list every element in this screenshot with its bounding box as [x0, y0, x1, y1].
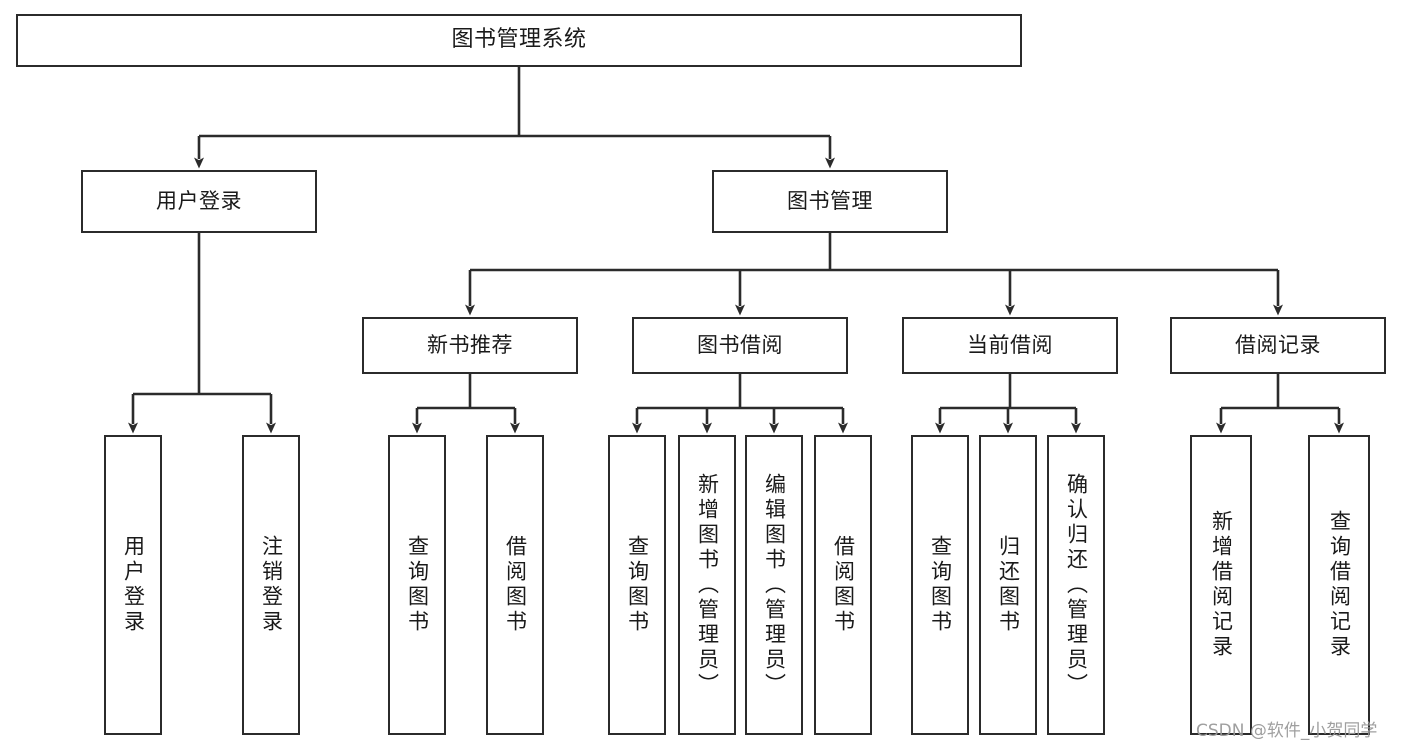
node-leaf-query-book-cur[interactable]: 查询图书 — [911, 435, 969, 735]
node-leaf-logout[interactable]: 注销登录 — [242, 435, 300, 735]
node-leaf-query-record-label: 查询借阅记录 — [1327, 510, 1352, 660]
node-leaf-add-record-label: 新增借阅记录 — [1209, 510, 1234, 660]
node-leaf-add-record[interactable]: 新增借阅记录 — [1190, 435, 1252, 735]
node-leaf-return-book[interactable]: 归还图书 — [979, 435, 1037, 735]
node-book-manage[interactable]: 图书管理 — [712, 170, 948, 233]
node-new-book-rec[interactable]: 新书推荐 — [362, 317, 578, 374]
node-book-manage-label: 图书管理 — [787, 188, 873, 213]
node-leaf-confirm-return[interactable]: 确认归还（管理员） — [1047, 435, 1105, 735]
node-leaf-add-book-label: 新增图书（管理员） — [695, 472, 720, 698]
node-leaf-user-login[interactable]: 用户登录 — [104, 435, 162, 735]
node-leaf-add-book[interactable]: 新增图书（管理员） — [678, 435, 736, 735]
node-root-label: 图书管理系统 — [451, 27, 587, 53]
node-leaf-query-book-cur-label: 查询图书 — [928, 535, 953, 635]
node-root[interactable]: 图书管理系统 — [16, 14, 1022, 67]
node-current-borrow[interactable]: 当前借阅 — [902, 317, 1118, 374]
node-book-borrow-label: 图书借阅 — [697, 332, 783, 357]
node-borrow-record-label: 借阅记录 — [1235, 332, 1321, 357]
node-leaf-borrow-book-rec[interactable]: 借阅图书 — [486, 435, 544, 735]
node-leaf-borrow-book[interactable]: 借阅图书 — [814, 435, 872, 735]
watermark: CSDN @软件_小贺同学 — [1196, 721, 1378, 741]
node-leaf-borrow-book-rec-label: 借阅图书 — [503, 535, 528, 635]
node-user-login-label: 用户登录 — [156, 188, 242, 213]
node-leaf-query-book-rec-label: 查询图书 — [405, 535, 430, 635]
node-leaf-borrow-book-label: 借阅图书 — [831, 535, 856, 635]
node-current-borrow-label: 当前借阅 — [967, 332, 1053, 357]
node-leaf-return-book-label: 归还图书 — [996, 535, 1021, 635]
node-book-borrow[interactable]: 图书借阅 — [632, 317, 848, 374]
node-leaf-query-book-rec[interactable]: 查询图书 — [388, 435, 446, 735]
node-leaf-confirm-return-label: 确认归还（管理员） — [1064, 472, 1089, 698]
node-new-book-rec-label: 新书推荐 — [427, 332, 513, 357]
node-leaf-edit-book[interactable]: 编辑图书（管理员） — [745, 435, 803, 735]
node-leaf-query-record[interactable]: 查询借阅记录 — [1308, 435, 1370, 735]
node-leaf-logout-label: 注销登录 — [259, 535, 284, 635]
node-borrow-record[interactable]: 借阅记录 — [1170, 317, 1386, 374]
node-leaf-query-book-borrow-label: 查询图书 — [625, 535, 650, 635]
node-leaf-query-book-borrow[interactable]: 查询图书 — [608, 435, 666, 735]
node-leaf-edit-book-label: 编辑图书（管理员） — [762, 472, 787, 698]
node-leaf-user-login-label: 用户登录 — [121, 535, 146, 635]
node-user-login[interactable]: 用户登录 — [81, 170, 317, 233]
